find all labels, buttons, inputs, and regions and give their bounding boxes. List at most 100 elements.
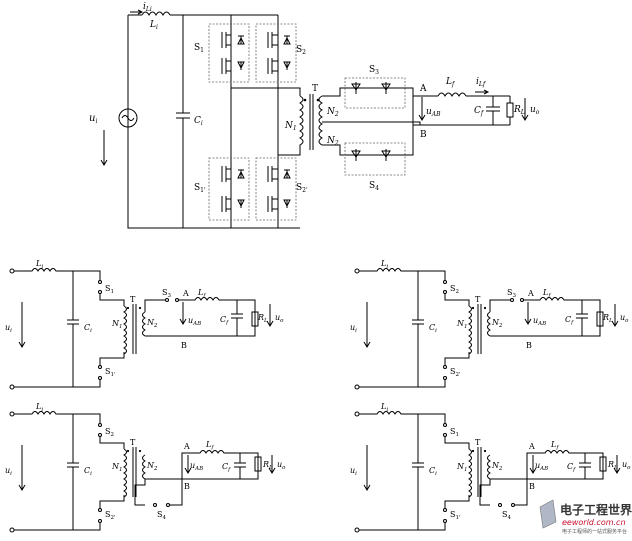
label-RL: RL [602, 313, 613, 324]
label-N2-bottom: N2 [326, 136, 339, 147]
wire [477, 447, 482, 497]
wire [67, 414, 79, 530]
switch-contact-bottom-2 [443, 376, 447, 380]
label-T: T [130, 438, 136, 447]
main-circuit: ui Li iLi Ci S1 S2 S1' S2' S3 S4 T N1 N2… [89, 2, 540, 229]
output-junction-A [405, 87, 414, 156]
label-N2: N2 [491, 461, 503, 472]
current-arrow-iLi [130, 9, 144, 15]
transformer-primary [299, 95, 304, 148]
wire [477, 304, 482, 354]
wire [490, 297, 601, 337]
wire [576, 300, 588, 336]
label-N1: N1 [456, 462, 468, 473]
label-S4: S4 [502, 510, 511, 521]
wire [359, 380, 446, 388]
wire [99, 293, 125, 306]
label-A: A [182, 289, 189, 298]
label-N1: N1 [284, 121, 297, 132]
label-N1: N1 [111, 462, 123, 473]
polarity-dot [471, 306, 475, 310]
label-uAB: uAB [190, 461, 203, 472]
wire [18, 302, 26, 348]
switch-box-S2 [255, 23, 297, 83]
transformer-secondary [318, 95, 323, 146]
label-Lf: Lf [197, 288, 206, 299]
wire [444, 352, 470, 366]
label-S2p: S2' [450, 367, 461, 378]
polarity-dot-secondary [316, 98, 320, 102]
wire [14, 523, 101, 531]
switch-glyph-S1 [221, 32, 245, 74]
input-terminal-bottom [9, 527, 15, 533]
label-iLf: iLf [476, 77, 487, 88]
input-terminal-bottom [354, 527, 360, 533]
polarity-dot [471, 449, 475, 453]
wire [579, 453, 591, 479]
label-Ci: Ci [194, 116, 203, 127]
polarity-dot [126, 449, 130, 453]
label-RL: RL [257, 313, 268, 324]
wire [613, 455, 621, 474]
wire [99, 495, 125, 509]
switch-contact-S4-2 [166, 503, 170, 507]
wire [524, 302, 532, 325]
eeworld-watermark: 电子工程世界 eeworld.com.cn 电子工程师的一站式服务平台 [539, 499, 632, 535]
wire [145, 478, 183, 506]
current-arrow-iLf [475, 89, 490, 95]
ac-source-wave [121, 115, 135, 121]
switch-contact-top-2 [443, 433, 447, 437]
wire [251, 311, 259, 327]
wire [132, 447, 137, 497]
ac-source-symbol [118, 108, 138, 128]
label-uo: uo [620, 313, 629, 324]
wire [99, 436, 125, 449]
switch-contact-S3 [165, 298, 169, 302]
wire [487, 454, 491, 480]
switch-contact-S3-2 [520, 298, 524, 302]
wire [134, 479, 146, 506]
label-A: A [528, 442, 535, 451]
label-Lf: Lf [445, 77, 456, 88]
label-S2p: S2' [105, 510, 116, 521]
label-B: B [181, 341, 187, 350]
switch-glyph-S1p [221, 166, 245, 212]
input-inductor [141, 11, 171, 16]
label-B: B [184, 482, 190, 491]
label-ui: ui [350, 323, 357, 334]
label-uAB: uAB [426, 107, 441, 118]
label-S4: S4 [369, 181, 379, 192]
label-T: T [130, 295, 136, 304]
wire [99, 352, 125, 366]
wire [489, 299, 510, 312]
main-left-rail [127, 15, 300, 229]
label-S2: S2 [450, 284, 459, 295]
label-N1: N1 [111, 319, 123, 330]
switch-contact-top [443, 280, 447, 284]
input-terminal-bottom [354, 384, 360, 390]
label-S1: S1 [105, 284, 114, 295]
label-B: B [529, 482, 535, 491]
switch-box-S1p [208, 157, 250, 221]
label-A: A [419, 84, 427, 94]
wire [179, 302, 187, 325]
input-terminal-top [354, 411, 360, 417]
switch-contact-bottom [443, 508, 447, 512]
label-Ci: Ci [429, 323, 437, 334]
wire [529, 455, 537, 474]
wire [490, 478, 528, 506]
label-Ci: Ci [84, 466, 92, 477]
switch-box-S4 [344, 142, 406, 176]
switch-contact-S4-2 [511, 503, 515, 507]
label-ui: ui [350, 466, 357, 477]
wire [144, 299, 165, 312]
label-uo: uo [277, 460, 286, 471]
label-RL: RL [513, 105, 525, 116]
input-terminal-top [9, 268, 15, 274]
wire [596, 311, 604, 327]
bridge-mid-right-wire [278, 148, 301, 156]
